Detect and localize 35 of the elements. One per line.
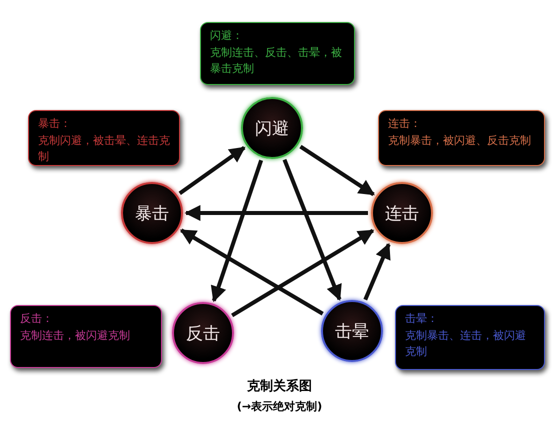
- arrow: [184, 205, 368, 221]
- skill-circle: [371, 182, 433, 244]
- arrow: [178, 146, 246, 195]
- info-text: 克制闪避，被击晕、连击克制: [38, 132, 170, 165]
- info-box: [28, 110, 180, 166]
- skill-name: 反击: [186, 322, 220, 344]
- info-heading: 闪避：: [210, 28, 244, 44]
- skill-name: 暴击: [135, 202, 169, 224]
- skill-circle: [321, 300, 383, 362]
- arrow: [180, 228, 324, 316]
- skill-circle: [121, 182, 183, 244]
- info-text: 克制暴击、连击，被闪避克制: [405, 328, 527, 360]
- arrow: [210, 160, 264, 302]
- arrow: [363, 242, 391, 300]
- info-text: 克制连击，被闪避克制: [20, 328, 131, 344]
- info-text: 克制暴击，被闪避、反击克制: [388, 132, 532, 148]
- info-heading: 连击：: [388, 116, 422, 132]
- skill-circle: [241, 97, 303, 159]
- diagram-caption: (→表示绝对克制): [236, 399, 324, 414]
- info-box: [378, 110, 545, 166]
- info-box: [200, 22, 355, 85]
- arrow: [282, 158, 342, 301]
- info-box: [395, 305, 545, 370]
- arrow: [299, 144, 375, 196]
- info-heading: 击晕：: [405, 311, 439, 327]
- skill-name: 连击: [385, 202, 419, 224]
- diagram-title: 克制关系图: [246, 378, 313, 395]
- info-heading: 暴击：: [38, 116, 72, 132]
- arrow: [231, 228, 374, 318]
- skill-circle: [172, 302, 234, 364]
- info-heading: 反击：: [20, 311, 54, 327]
- info-text: 克制连击、反击、击晕，被暴击克制: [210, 44, 343, 77]
- skill-name: 闪避: [255, 118, 289, 140]
- skill-name: 击晕: [335, 320, 369, 342]
- info-box: [10, 305, 162, 368]
